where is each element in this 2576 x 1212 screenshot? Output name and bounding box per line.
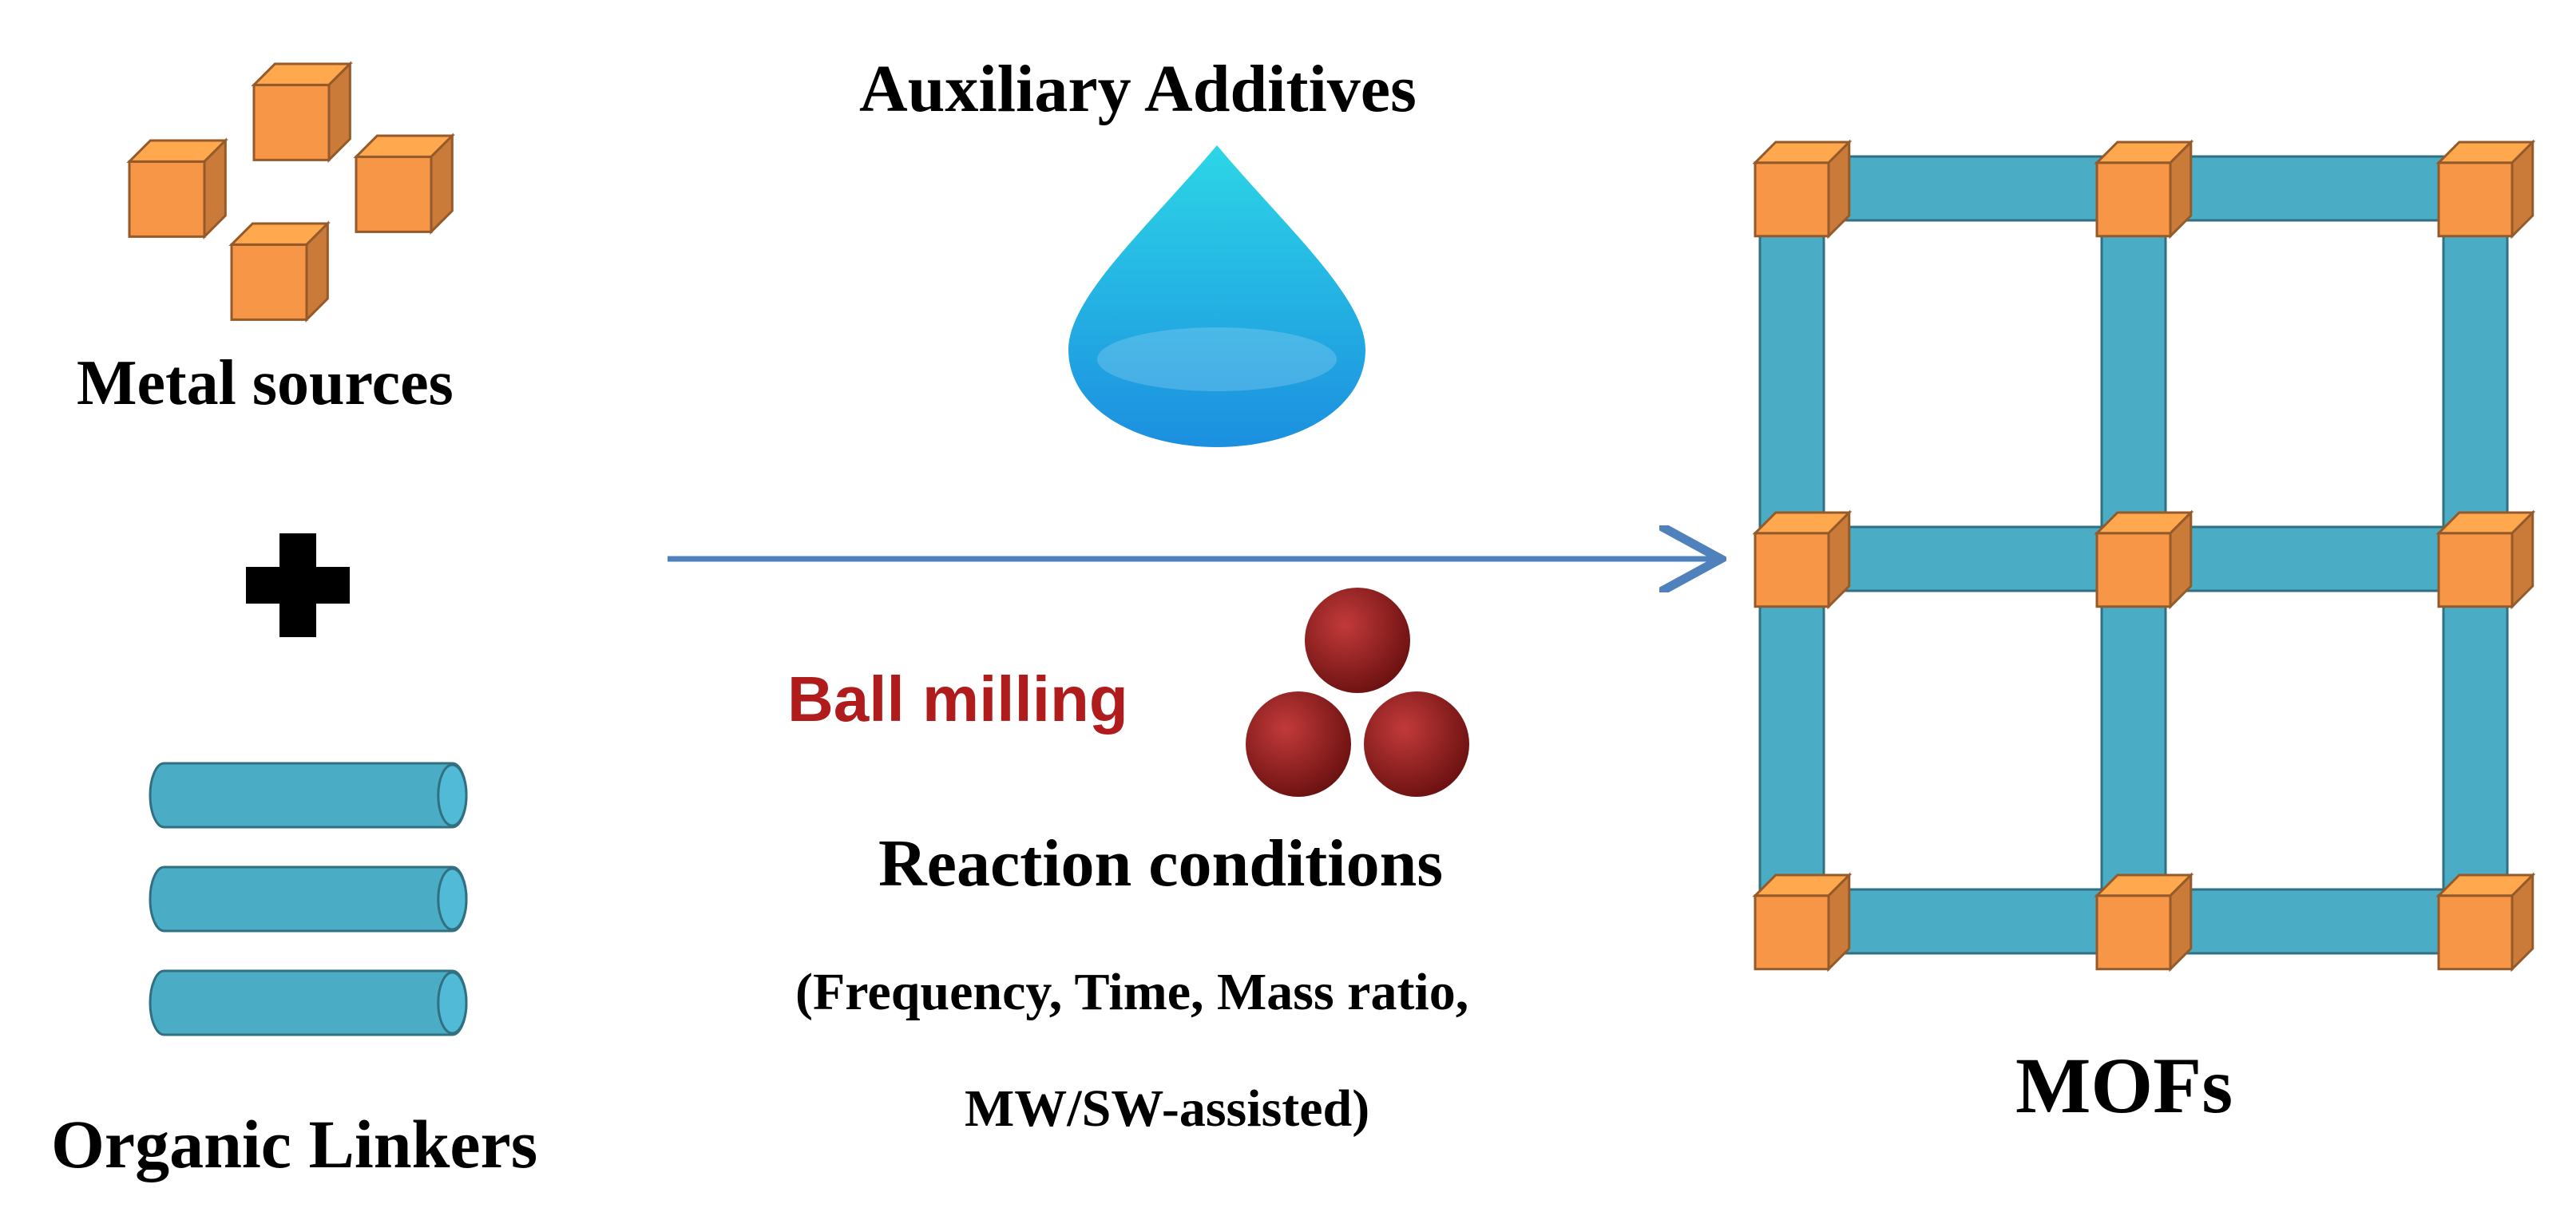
mof-metal-node xyxy=(2435,139,2536,240)
mof-metal-node xyxy=(2094,872,2194,972)
conditions-detail-line2: MW/SW-assisted) xyxy=(965,1079,1370,1138)
mof-metal-node xyxy=(2094,509,2194,610)
auxiliary-additives-label: Auxiliary Additives xyxy=(859,52,1417,126)
linker-cylinder-icon xyxy=(149,762,468,829)
mof-metal-node xyxy=(2435,872,2536,972)
mof-lattice-icon xyxy=(1752,139,2536,972)
linker-cylinder-icon xyxy=(149,969,468,1036)
mof-metal-node xyxy=(2094,139,2194,240)
conditions-detail-line1: (Frequency, Time, Mass ratio, xyxy=(795,963,1469,1021)
mof-linker-bar xyxy=(1758,187,1825,560)
plus-icon xyxy=(246,533,350,637)
mof-metal-node xyxy=(2435,509,2536,610)
mof-metal-node xyxy=(1752,872,1853,972)
mof-linker-bar xyxy=(2442,557,2509,923)
metal-cube-icon xyxy=(126,137,228,240)
metal-cube-icon xyxy=(353,133,455,235)
mof-metal-node xyxy=(1752,509,1853,610)
water-drop-icon xyxy=(1068,145,1365,447)
milling-balls-icon xyxy=(1246,588,1469,797)
milling-ball-icon xyxy=(1305,588,1410,693)
metal-sources-label: Metal sources xyxy=(77,348,454,418)
drop-highlight xyxy=(1097,327,1337,391)
metal-cube-icon xyxy=(251,61,353,163)
ball-milling-label: Ball milling xyxy=(787,663,1128,735)
milling-ball-icon xyxy=(1246,691,1351,797)
mof-linker-bar xyxy=(2100,557,2167,923)
linker-cylinder-icon xyxy=(149,865,468,933)
mofs-label: MOFs xyxy=(2015,1041,2233,1130)
metal-sources-icon xyxy=(126,61,455,323)
organic-linkers-label: Organic Linkers xyxy=(51,1106,538,1182)
reaction-conditions-label: Reaction conditions xyxy=(878,826,1444,901)
mof-linker-bar xyxy=(2442,187,2509,560)
milling-ball-icon xyxy=(1364,691,1469,797)
mof-linker-bar xyxy=(1758,557,1825,923)
mof-metal-node xyxy=(1752,139,1853,240)
metal-cube-icon xyxy=(228,220,331,323)
mof-linker-bar xyxy=(2100,187,2167,560)
organic-linkers-icon xyxy=(149,762,468,1036)
